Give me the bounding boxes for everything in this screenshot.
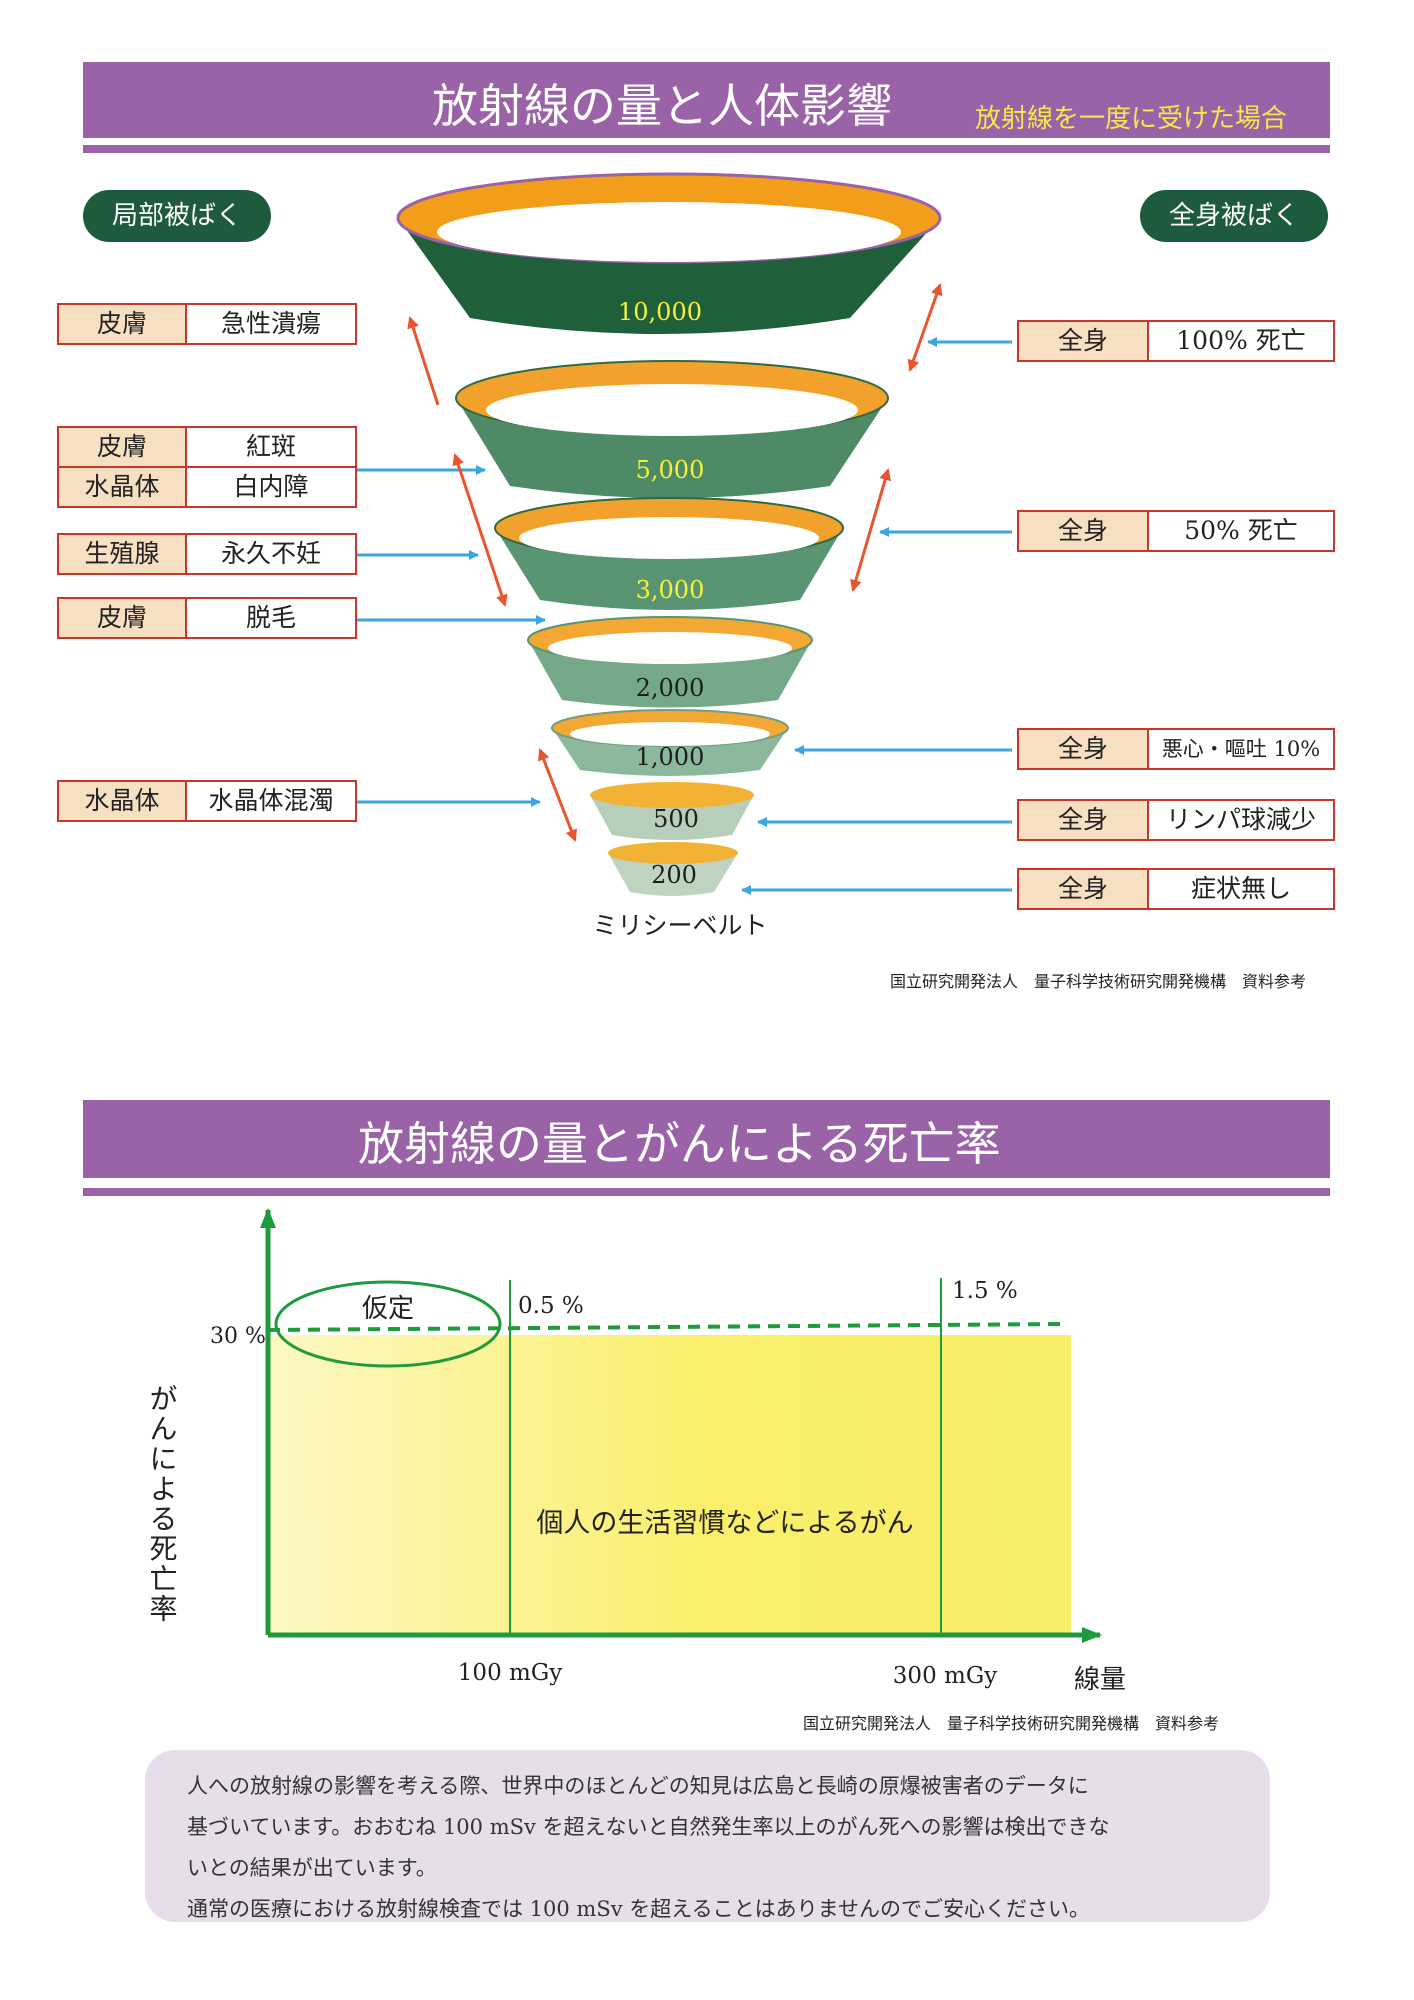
dose-label-500: 500 xyxy=(653,805,699,833)
funnel-ring-500 xyxy=(590,782,754,840)
range-arrow-left-mid xyxy=(452,453,508,607)
tag-skin-erythema: 皮膚 紅斑 xyxy=(57,426,357,468)
tag-whole-lymphocyte: 全身 リンパ球減少 xyxy=(1017,799,1335,841)
x-tick-100mgy: 100 mGy xyxy=(458,1660,562,1686)
tag-whole-nausea: 全身 悪心・嘔吐 10% xyxy=(1017,728,1335,770)
note-line: 人への放射線の影響を考える際、世界中のほとんどの知見は広島と長崎の原爆被害者のデ… xyxy=(187,1774,1089,1798)
dose-funnel-diagram: 10,000 5,000 3,000 2,000 1,000 500 200 ミ… xyxy=(357,172,1012,940)
section2-banner xyxy=(83,1100,1330,1178)
tag-lens-opacity: 水晶体 水晶体混濁 xyxy=(57,780,357,822)
tag-category: 生殖腺 xyxy=(59,535,187,573)
section1-banner xyxy=(83,62,1330,138)
funnel-ring-2000 xyxy=(527,616,813,708)
tag-effect: 脱毛 xyxy=(245,603,296,632)
tag-lens-cataract: 水晶体 白内障 xyxy=(57,466,357,508)
tag-category: 全身 xyxy=(1019,322,1149,360)
tag-effect: 悪心・嘔吐 10% xyxy=(1161,737,1321,761)
tag-effect: 100% 死亡 xyxy=(1176,326,1306,355)
section1-source: 国立研究開発法人 量子科学技術研究開発機構 資料参考 xyxy=(890,972,1307,991)
tag-category: 皮膚 xyxy=(59,428,187,466)
baseline-cancer-area xyxy=(268,1335,1071,1635)
tag-skin-epilation: 皮膚 脱毛 xyxy=(57,597,357,639)
annotation-assumption: 仮定 xyxy=(362,1294,414,1324)
dose-label-2000: 2,000 xyxy=(636,674,705,702)
y-axis-label: がんによる死亡率 xyxy=(146,1384,179,1624)
note-line: 基づいています。おおむね 100 mSv を超えないと自然発生率以上のがん死への… xyxy=(187,1815,1110,1839)
tag-effect: 白内障 xyxy=(233,472,309,501)
cancer-mortality-chart: 仮定 0.5 % 1.5 % 個人の生活習慣などによるがん 30 % 100 m… xyxy=(146,1208,1126,1695)
tag-effect: 紅斑 xyxy=(245,432,296,461)
dose-label-3000: 3,000 xyxy=(636,576,705,604)
range-arrow-left-low xyxy=(538,748,577,842)
tag-effect: リンパ球減少 xyxy=(1165,805,1316,834)
dose-label-10000: 10,000 xyxy=(618,298,702,326)
dose-label-200: 200 xyxy=(651,861,697,889)
tag-category: 全身 xyxy=(1019,870,1149,908)
section2-title: 放射線の量とがんによる死亡率 xyxy=(358,1117,1001,1171)
section1-banner-underline xyxy=(83,145,1330,153)
assumption-ellipse xyxy=(274,1280,502,1368)
tag-category: 皮膚 xyxy=(59,599,187,637)
tag-whole-no-symptoms: 全身 症状無し xyxy=(1017,868,1335,910)
section2-banner-underline xyxy=(83,1188,1330,1196)
dose-label-5000: 5,000 xyxy=(636,456,705,484)
annotation-0.5pct: 0.5 % xyxy=(518,1293,584,1319)
whole-body-exposure-pill: 全身被ばく xyxy=(1140,190,1328,242)
tag-whole-50-death: 全身 50% 死亡 xyxy=(1017,510,1335,552)
tag-category: 皮膚 xyxy=(59,305,187,343)
funnel-ring-1000 xyxy=(551,709,789,776)
x-axis-label: 線量 xyxy=(1074,1665,1126,1695)
tag-effect: 永久不妊 xyxy=(220,539,321,568)
note-line: 通常の医療における放射線検査では 100 mSv を超えることはありませんのでご… xyxy=(187,1897,1091,1921)
tag-effect: 50% 死亡 xyxy=(1184,516,1298,545)
tag-whole-100-death: 全身 100% 死亡 xyxy=(1017,320,1335,362)
funnel-ring-5000 xyxy=(455,360,889,498)
tag-category: 全身 xyxy=(1019,801,1149,839)
annotation-lifestyle-cancer: 個人の生活習慣などによるがん xyxy=(536,1508,913,1539)
section2-source: 国立研究開発法人 量子科学技術研究開発機構 資料参考 xyxy=(803,1714,1220,1733)
tag-effect: 急性潰瘍 xyxy=(220,309,321,338)
dose-label-1000: 1,000 xyxy=(636,743,705,771)
tag-skin-acute-ulcer: 皮膚 急性潰瘍 xyxy=(57,303,357,345)
funnel-ring-3000 xyxy=(494,497,844,610)
x-tick-300mgy: 300 mGy xyxy=(893,1663,997,1689)
unit-label: ミリシーベルト xyxy=(592,911,767,940)
range-arrow-right-mid xyxy=(850,468,891,592)
tag-category: 水晶体 xyxy=(59,468,187,506)
funnel-ring-10000 xyxy=(396,172,942,334)
tag-effect: 水晶体混濁 xyxy=(208,786,334,815)
section1-title: 放射線の量と人体影響 xyxy=(432,79,892,133)
range-arrow-right-top xyxy=(907,283,943,372)
tag-category: 水晶体 xyxy=(59,782,187,820)
tag-category: 全身 xyxy=(1019,730,1149,768)
explanatory-note: 人への放射線の影響を考える際、世界中のほとんどの知見は広島と長崎の原爆被害者のデ… xyxy=(145,1750,1270,1922)
annotation-1.5pct: 1.5 % xyxy=(952,1278,1018,1304)
local-exposure-pill: 局部被ばく xyxy=(83,190,271,242)
tag-effect: 症状無し xyxy=(1190,874,1291,903)
tag-gonad-sterility: 生殖腺 永久不妊 xyxy=(57,533,357,575)
range-arrow-acute-ulcer xyxy=(407,316,440,406)
section1-subtitle: 放射線を一度に受けた場合 xyxy=(975,104,1288,134)
note-line: いとの結果が出ています。 xyxy=(187,1856,437,1880)
y-tick-30pct: 30 % xyxy=(210,1324,266,1349)
tag-category: 全身 xyxy=(1019,512,1149,550)
funnel-ring-200 xyxy=(608,842,738,896)
dashed-trend-line xyxy=(267,1322,1067,1332)
